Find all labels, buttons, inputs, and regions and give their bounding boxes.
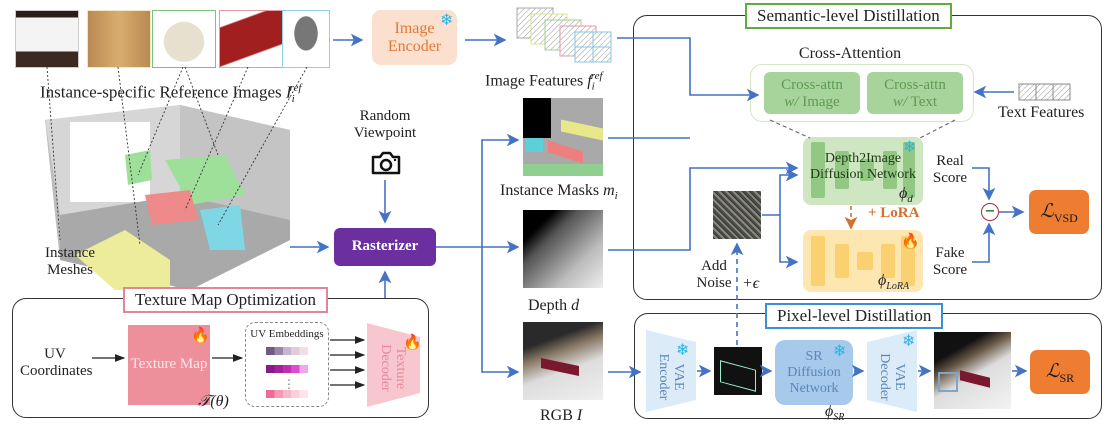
epsilon-label: +ϵ: [742, 275, 760, 292]
real-score-label: Real Score: [932, 153, 968, 186]
pixel-panel-title: Pixel-level Distillation: [765, 303, 944, 329]
rasterizer-block: Rasterizer: [334, 228, 436, 266]
noisy-latent-image: [713, 191, 761, 239]
reference-image-red-table: [219, 10, 283, 68]
minus-operator: −: [981, 203, 999, 221]
rgb-image: [523, 322, 603, 400]
embedding-row-2: [266, 365, 308, 373]
feature-map-5: [574, 31, 612, 63]
vae-decoder-block: VAE Decoder ❄: [867, 330, 917, 412]
sr-loss-block: ℒSR: [1030, 350, 1090, 394]
image-features-stack: [515, 6, 615, 66]
cross-attn-text-block: Cross-attn w/ Text: [867, 72, 963, 114]
text-features-label: Text Features: [998, 104, 1085, 121]
snowflake-icon: ❄: [902, 331, 916, 350]
fire-icon: 🔥: [191, 326, 210, 344]
reference-image-wooden-cabinet: [87, 10, 151, 68]
depth-label: Depth d: [528, 297, 580, 314]
sr-diffusion-network: SR Diffusion Network ❄: [775, 340, 853, 405]
depth-image: [523, 210, 603, 288]
fire-icon: 🔥: [901, 232, 920, 250]
image-encoder-block: Image Encoder ❄: [372, 10, 457, 65]
fake-score-label: Fake Score: [932, 245, 968, 278]
reference-image-wall-cabinet: [15, 10, 79, 68]
uv-embeddings-box: UV Embeddings ⋮: [245, 322, 329, 407]
reference-image-chair: [282, 10, 330, 68]
embedding-row-3: [266, 390, 308, 398]
random-viewpoint-label: Random Viewpoint: [353, 108, 417, 141]
rgb-label: RGB I: [540, 407, 583, 424]
uv-coordinates-label: UV Coordinates: [20, 346, 93, 379]
sr-symbol: ϕSR: [825, 403, 845, 424]
latent-image: [714, 347, 762, 395]
cross-attention-title: Cross-Attention: [798, 45, 902, 62]
text-features-tokens: [1018, 83, 1071, 101]
instance-masks-label: Instance Masks mi: [500, 182, 618, 203]
embedding-row-1: [266, 347, 308, 355]
cross-attn-image-block: Cross-attn w/ Image: [764, 72, 860, 114]
reference-image-sofa: [152, 10, 216, 68]
vae-encoder-block: VAE Encoder ❄: [646, 330, 696, 412]
texture-decoder-block: Texture Decoder 🔥: [367, 323, 422, 407]
lora-network: 🔥 ϕLoRA: [803, 230, 923, 292]
texture-panel-title: Texture Map Optimization: [123, 287, 329, 313]
semantic-panel-title: Semantic-level Distillation: [745, 3, 952, 29]
snowflake-icon: ❄: [676, 340, 690, 359]
depth2image-network: Depth2Image Diffusion Network ϕd ❄: [803, 137, 923, 205]
arrow-rasterizer-to-rgb: [481, 247, 520, 379]
image-features-label: Image Features firef: [485, 70, 603, 93]
instance-mask-image: [523, 98, 603, 176]
camera-icon: [371, 151, 401, 175]
texture-map-symbol: 𝒯(θ): [198, 393, 229, 410]
snowflake-icon: ❄: [833, 341, 847, 360]
lora-label: + LoRA: [868, 205, 920, 221]
snowflake-icon: ❄: [440, 10, 454, 29]
texture-map-block: Texture Map 🔥: [128, 325, 210, 405]
add-noise-label: Add Noise: [696, 258, 732, 291]
snowflake-icon: ❄: [903, 137, 917, 156]
vsd-loss-block: ℒVSD: [1029, 190, 1089, 234]
sr-output-image: [934, 332, 1011, 409]
instance-meshes-label: Instance Meshes: [45, 245, 95, 278]
fire-icon: 🔥: [403, 333, 422, 351]
